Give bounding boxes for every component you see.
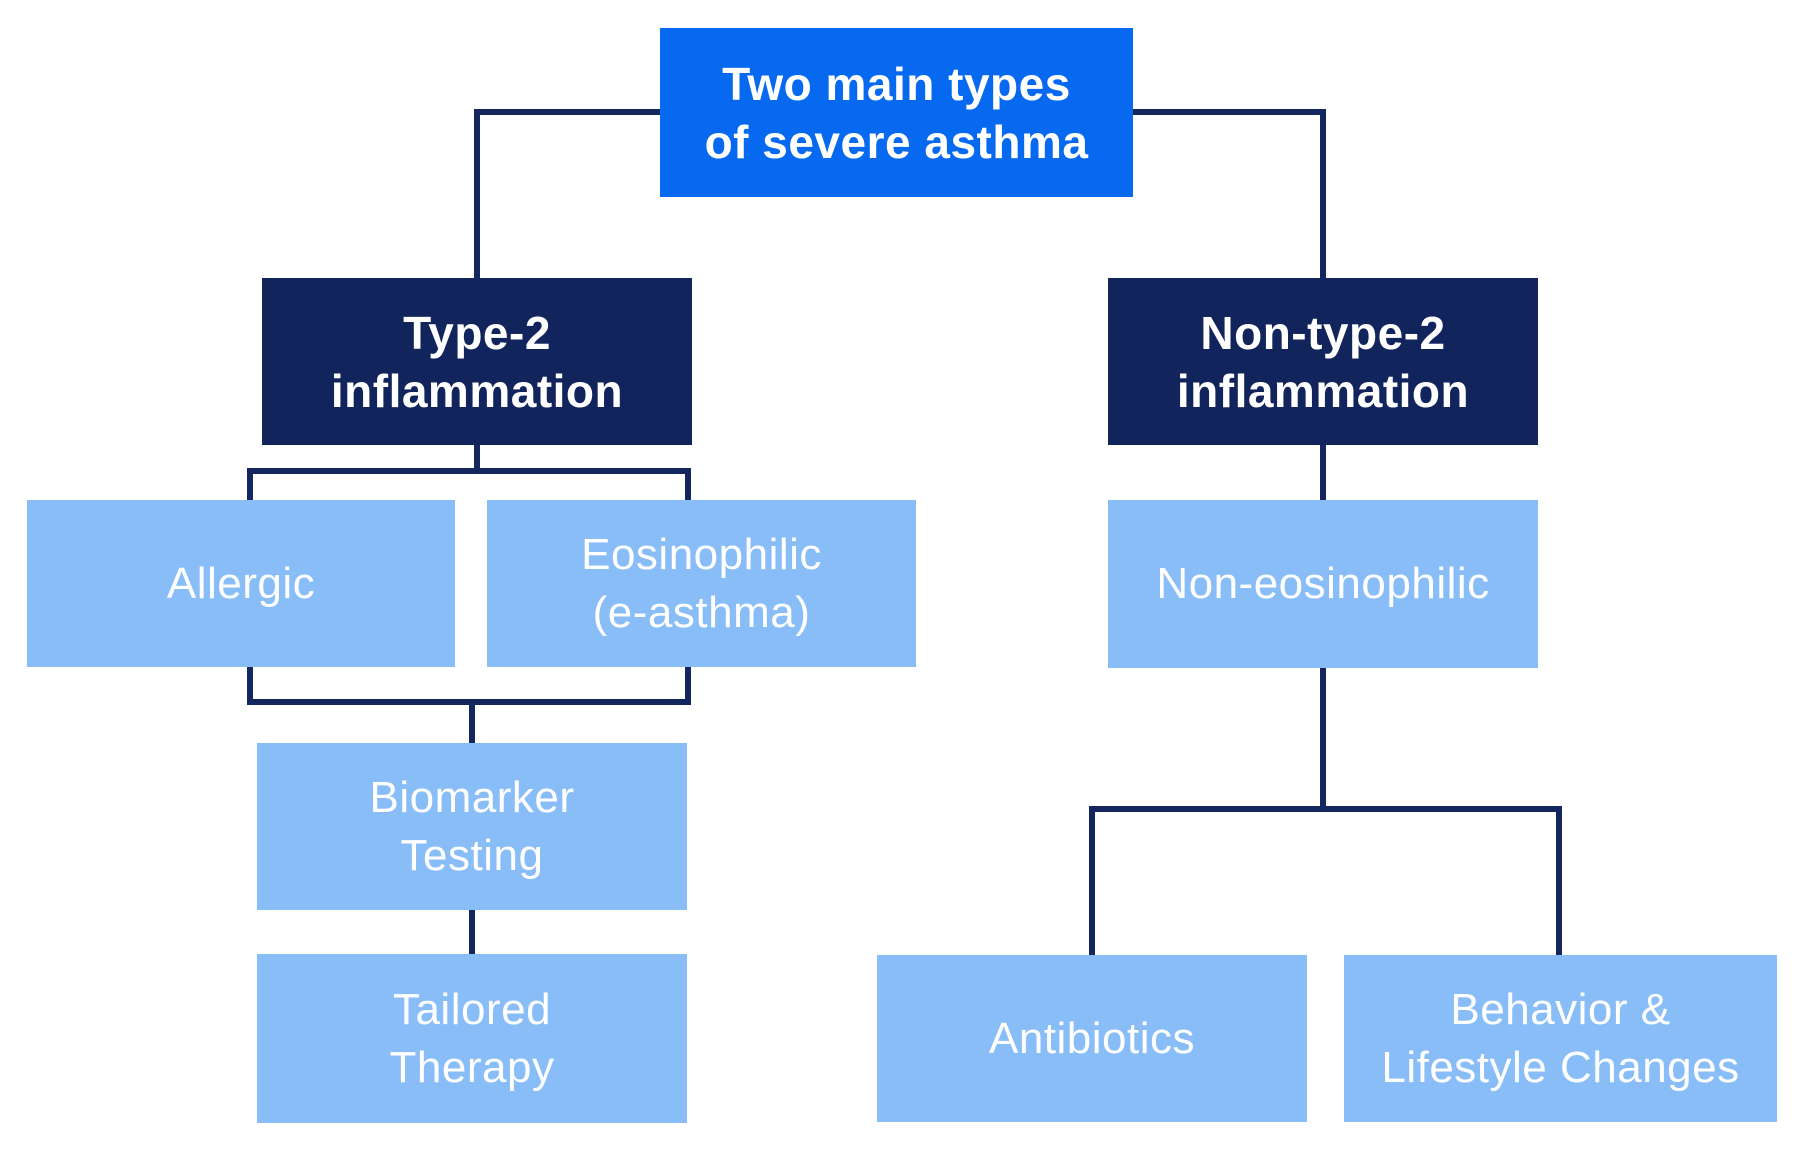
- node-label-line: Biomarker: [369, 772, 575, 822]
- node-tailored-therapy: Tailored Therapy: [257, 954, 687, 1123]
- node-label-line: of severe asthma: [704, 115, 1089, 168]
- node-label-line: (e-asthma): [592, 587, 811, 637]
- node-label-line: Tailored: [392, 984, 552, 1034]
- node-eosinophilic: Eosinophilic (e-asthma): [487, 500, 916, 667]
- edge-root-to-nontype2: [1133, 109, 1326, 278]
- node-type-2-inflammation: Type-2 inflammation: [262, 278, 692, 445]
- node-behavior-lifestyle-changes: Behavior & Lifestyle Changes: [1344, 955, 1777, 1122]
- edge-root-to-type2: [474, 109, 660, 278]
- node-label-line: Testing: [400, 830, 544, 880]
- node-label-line: Therapy: [389, 1042, 555, 1092]
- node-label-line: Lifestyle Changes: [1381, 1042, 1740, 1092]
- edge-type2-branch-bracket: [247, 468, 691, 500]
- node-label-line: Behavior &: [1450, 984, 1671, 1034]
- node-antibiotics: Antibiotics: [877, 955, 1307, 1122]
- node-label-line: Allergic: [166, 558, 316, 608]
- node-biomarker-testing: Biomarker Testing: [257, 743, 687, 910]
- node-label-line: inflammation: [1176, 364, 1470, 417]
- node-label-line: Non-eosinophilic: [1156, 559, 1490, 608]
- node-non-eosinophilic: Non-eosinophilic: [1108, 500, 1538, 668]
- node-two-main-types: Two main types of severe asthma: [660, 28, 1133, 197]
- node-label-line: Type-2: [403, 306, 551, 359]
- node-label-line: inflammation: [330, 364, 624, 417]
- node-allergic: Allergic: [27, 500, 455, 667]
- edge-noneosinophilic-branch-bracket: [1089, 806, 1562, 955]
- node-label-line: Antibiotics: [988, 1013, 1196, 1063]
- node-label-line: Two main types: [722, 57, 1071, 110]
- node-non-type-2-inflammation: Non-type-2 inflammation: [1108, 278, 1538, 445]
- node-label-line: Non-type-2: [1200, 306, 1446, 359]
- edge-merge-to-biomarker-bracket: [247, 667, 691, 705]
- node-label-line: Eosinophilic: [581, 529, 822, 579]
